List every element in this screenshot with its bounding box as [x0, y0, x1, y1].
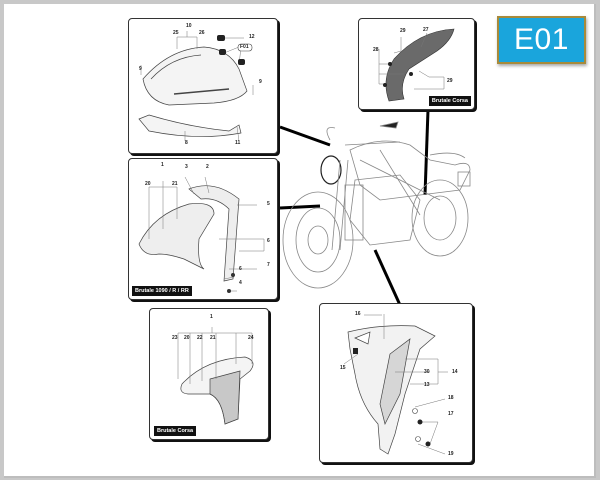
callout-15: 15 — [340, 365, 346, 371]
callout-F01: F01 — [240, 44, 249, 50]
side-panel-drawing — [343, 314, 448, 455]
callout-28: 28 — [373, 47, 379, 53]
callout-23: 23 — [172, 335, 178, 341]
callout-21: 21 — [210, 335, 216, 341]
variant-caption: Brutale Corsa — [428, 96, 471, 106]
callout-25: 25 — [173, 30, 179, 36]
callout-5: 5 — [267, 201, 270, 207]
callout-6-lower: 6 — [239, 266, 242, 272]
diagram-frame — [4, 4, 596, 478]
callout-7: 7 — [267, 262, 270, 268]
fender-1090-drawing — [138, 176, 265, 293]
callout-6-right: 6 — [267, 238, 270, 244]
hugger-drawing — [378, 28, 455, 102]
callout-27: 27 — [423, 27, 429, 33]
fender-corsa-drawing — [177, 327, 254, 425]
callout-1: 1 — [210, 314, 213, 320]
panel-headlight-fairing: 10 25 26 12 F01 9 9 8 11 — [128, 18, 278, 154]
callout-2: 2 — [206, 164, 209, 170]
callout-26: 26 — [199, 30, 205, 36]
callout-29-right: 29 — [447, 78, 453, 84]
callout-22: 22 — [197, 335, 203, 341]
variant-caption: Brutale Corsa — [154, 426, 197, 436]
panel-front-fender-1090: 1 20 21 3 2 5 6 7 6 4 Brutale 1090 / R /… — [128, 158, 278, 300]
callout-24: 24 — [248, 335, 254, 341]
callout-29-top: 29 — [400, 28, 406, 34]
panel-radiator-side: 16 15 30 14 13 18 17 19 — [319, 303, 473, 463]
callout-21: 21 — [172, 181, 178, 187]
callout-14: 14 — [452, 369, 458, 375]
callout-13: 13 — [424, 382, 430, 388]
callout-3: 3 — [185, 164, 188, 170]
callout-11: 11 — [235, 140, 241, 146]
callout-20: 20 — [184, 335, 190, 341]
callout-8: 8 — [185, 140, 188, 146]
callout-12: 12 — [249, 34, 255, 40]
callout-16: 16 — [355, 311, 361, 317]
fairing-drawing — [138, 31, 254, 142]
callout-18: 18 — [448, 395, 454, 401]
panel-front-fender-corsa: 1 23 20 22 21 24 Brutale Corsa — [149, 308, 269, 440]
callout-9-left: 9 — [139, 66, 142, 72]
callout-1: 1 — [161, 162, 164, 168]
variant-caption: Brutale 1090 / R / RR — [132, 286, 192, 296]
callout-20: 20 — [145, 181, 151, 187]
section-code-badge: E01 — [497, 16, 586, 64]
panel-rear-hugger-corsa: 29 27 28 29 Brutale Corsa — [358, 18, 475, 110]
callout-30: 30 — [424, 369, 430, 375]
callout-4: 4 — [239, 280, 242, 286]
callout-19: 19 — [448, 451, 454, 457]
callout-9-right: 9 — [259, 79, 262, 85]
callout-10: 10 — [186, 23, 192, 29]
callout-17: 17 — [448, 411, 454, 417]
